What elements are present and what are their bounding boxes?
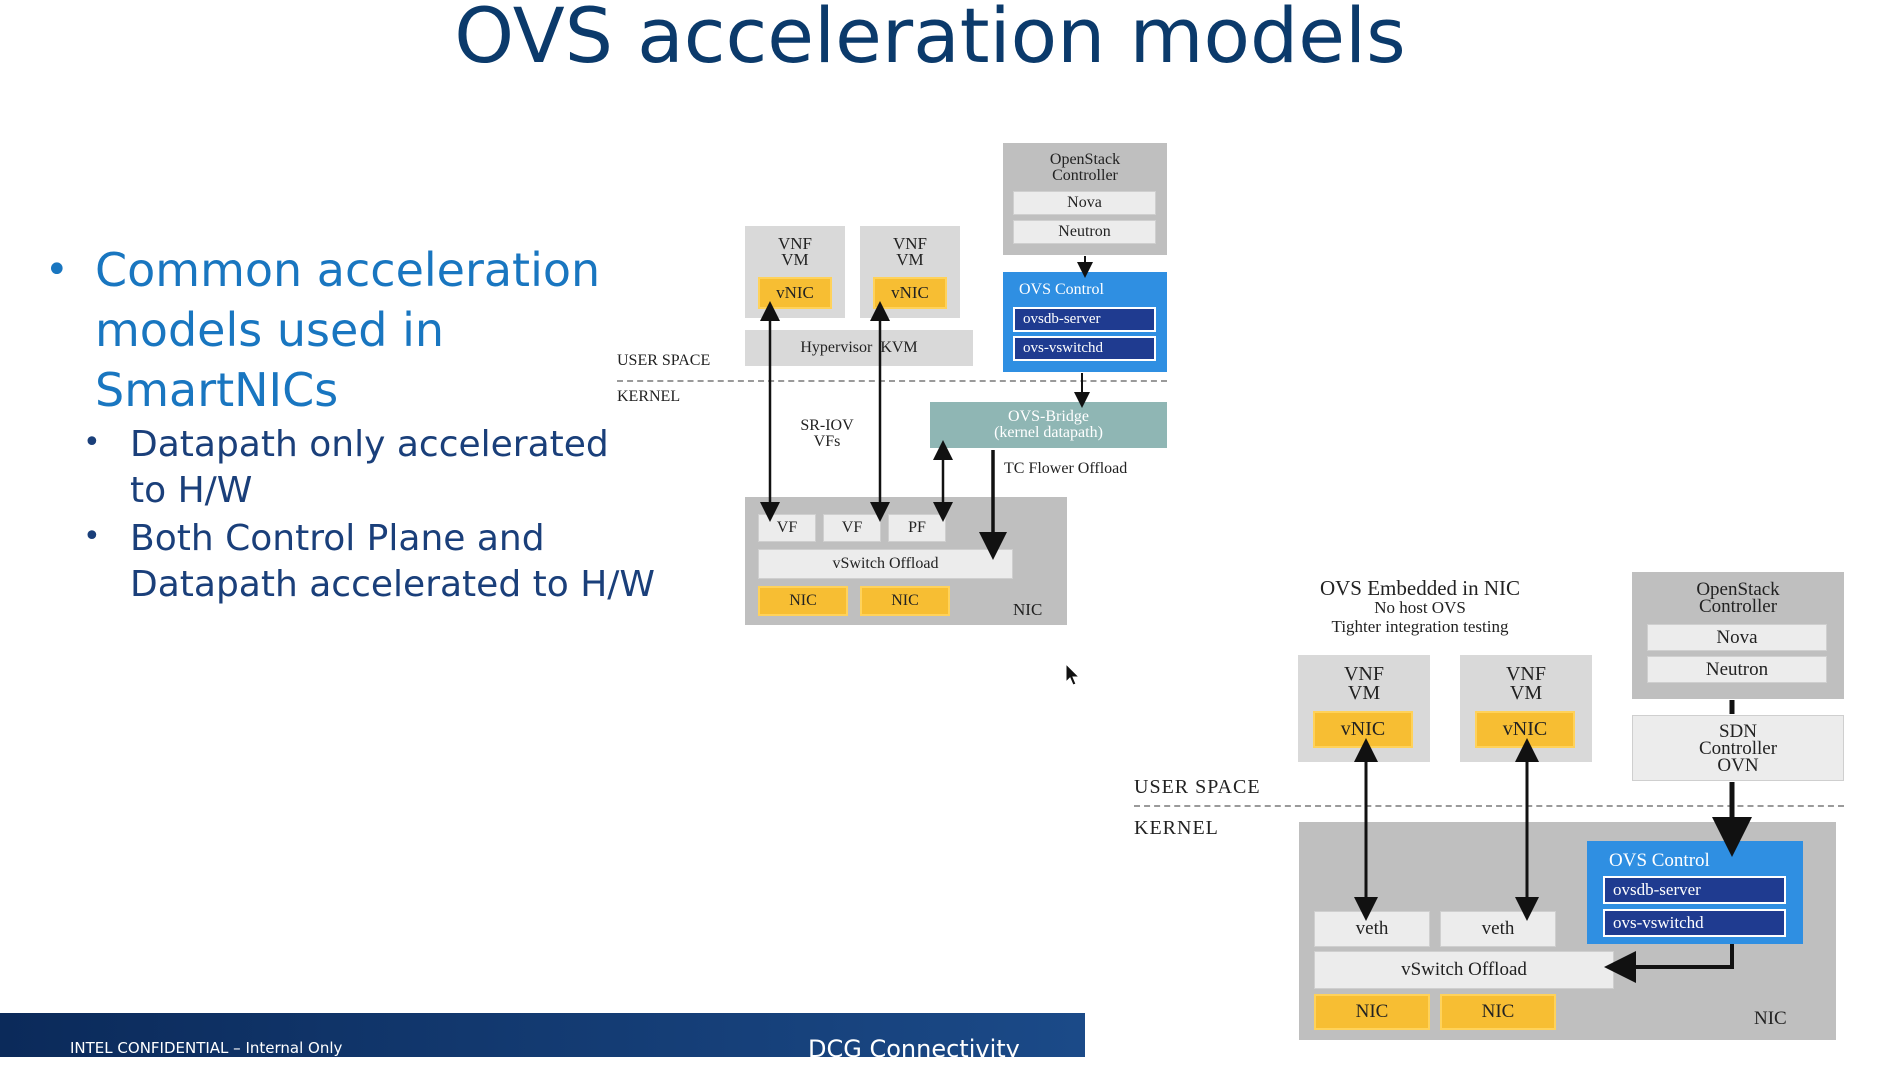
neutron-box: Neutron (1013, 220, 1156, 244)
vf-port-1: VF (758, 514, 816, 542)
bullet-main-text: Common acceleration models used in Smart… (95, 243, 601, 417)
connector-arrows (760, 256, 1752, 983)
nic-port-1: NIC (758, 586, 848, 616)
vnf-vm-label: VNF VM (892, 234, 927, 269)
bullet-sub-1: • Datapath only accelerated to H/W (45, 422, 670, 514)
mouse-cursor-icon (1065, 662, 1081, 686)
user-kernel-divider (1134, 805, 1844, 807)
vnic-port: vNIC (758, 277, 832, 309)
nic-label: NIC (1013, 600, 1043, 619)
user-space-label: USER SPACE (1134, 776, 1261, 798)
nova-box: Nova (1647, 624, 1827, 651)
ovs-vswitchd-box: ovs-vswitchd (1013, 336, 1156, 361)
sdn-controller-box: SDN Controller OVN (1632, 715, 1844, 781)
bullet-sub-2: • Both Control Plane and Datapath accele… (45, 516, 670, 608)
nova-box: Nova (1013, 191, 1156, 215)
vnf-vm-label: VNF VM (1505, 663, 1546, 704)
bullet-sub-1-text: Datapath only accelerated to H/W (130, 424, 609, 511)
tc-flower-offload-label: TC Flower Offload (1004, 460, 1128, 477)
ovs-vswitch-offload-arrow (1604, 944, 1734, 983)
hypervisor-box: Hypervisor KVM (745, 330, 973, 366)
bullet-list: • Common acceleration models used in Sma… (45, 240, 670, 608)
bullet-dot-icon: • (83, 519, 101, 554)
ovs-control-label: OVS Control (1019, 281, 1104, 298)
user-kernel-divider (617, 380, 1167, 382)
embedded-heading: OVS Embedded in NIC (1319, 576, 1521, 600)
ovsdb-server-box: ovsdb-server (1603, 876, 1786, 904)
openstack-controller-label: OpenStack Controller (1696, 579, 1780, 617)
vnf-vm-label: VNF VM (1343, 663, 1384, 704)
vswitch-offload-box: vSwitch Offload (1314, 951, 1614, 989)
ovsdb-server-box: ovsdb-server (1013, 307, 1156, 332)
bullet-dot-icon: • (45, 247, 69, 293)
user-space-label: USER SPACE (617, 352, 711, 369)
nic-port-2: NIC (860, 586, 950, 616)
nic-port-4: NIC (1440, 994, 1556, 1030)
pf-port: PF (888, 514, 946, 542)
ovs-control-label: OVS Control (1609, 850, 1710, 871)
footer-group: DCG Connectivity Grou (808, 1035, 1020, 1091)
ovs-vswitchd-box: ovs-vswitchd (1603, 909, 1786, 937)
nic-port-3: NIC (1314, 994, 1430, 1030)
embedded-subheading-2: Tighter integration testing (1331, 617, 1509, 636)
page-title: OVS acceleration models (454, 0, 1406, 80)
bullet-dot-icon: • (83, 425, 101, 460)
vnf-vm-label: VNF VM (777, 234, 812, 269)
vswitch-offload-box: vSwitch Offload (758, 549, 1013, 579)
openstack-controller-label: OpenStack Controller (1049, 151, 1121, 184)
bullet-sub-2-text: Both Control Plane and Datapath accelera… (130, 518, 655, 605)
neutron-box: Neutron (1647, 656, 1827, 683)
vnic-port: vNIC (1475, 711, 1575, 748)
nic-label: NIC (1754, 1008, 1787, 1029)
ovs-bridge-box: OVS-Bridge (kernel datapath) (930, 402, 1167, 448)
bullet-main: • Common acceleration models used in Sma… (45, 240, 670, 420)
veth-port-2: veth (1440, 911, 1556, 947)
embedded-subheading-1: No host OVS (1374, 598, 1466, 617)
footer-bar: INTEL CONFIDENTIAL – Internal Only DCG C… (0, 1013, 1085, 1091)
kernel-label: KERNEL (1134, 817, 1219, 839)
kernel-label: KERNEL (617, 388, 681, 405)
sriov-vfs-label: SR-IOV VFs (800, 417, 854, 450)
footer-confidential: INTEL CONFIDENTIAL – Internal Only (70, 1039, 343, 1057)
